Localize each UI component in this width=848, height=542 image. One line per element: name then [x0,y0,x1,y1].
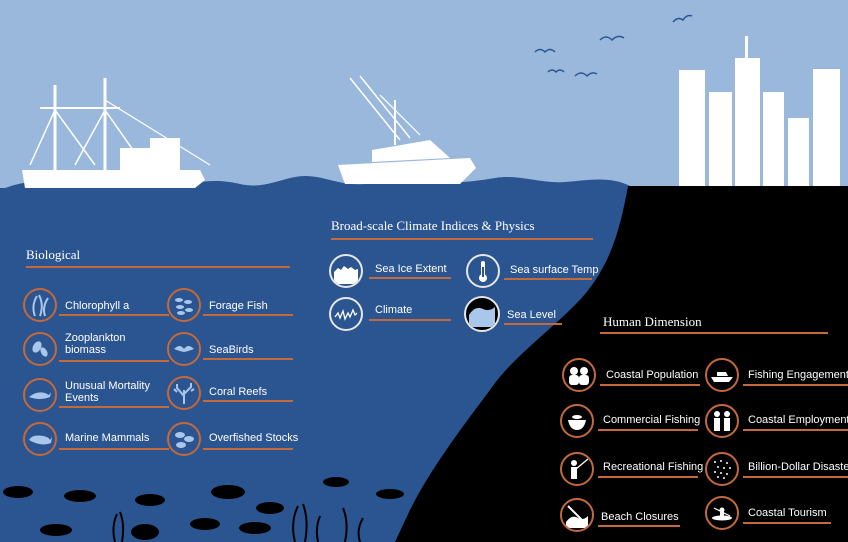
trawler-left [22,78,211,188]
thermometer-icon [466,254,500,288]
human-title-divider [600,332,828,334]
whale-icon [23,422,57,456]
climate-title-divider [331,238,593,240]
sportfisher-boat [338,75,476,184]
fish-group-icon [167,422,201,456]
biological-title-divider [26,266,290,268]
city-skyline [679,36,840,188]
people-icon [562,358,596,392]
sea-ice-icon [329,254,363,288]
fish-school-icon [167,288,201,322]
biological-section-title: Biological [26,247,81,262]
climate-line-icon [329,297,363,331]
zooplankton-icon [23,332,57,366]
fish-bowl-icon [560,404,594,438]
kayak-icon [705,496,739,530]
sky [0,0,848,188]
workers-icon [705,404,739,438]
human-section-title: Human Dimension [603,314,702,329]
rain-icon [705,452,739,486]
seafloor-fish-silhouettes [3,477,404,536]
climate-section-title: Broad-scale Climate Indices & Physics [331,218,535,233]
seaweed [112,503,364,542]
crab-silhouette [131,524,159,540]
dolphin-icon [23,378,57,412]
angler-icon [560,452,594,486]
boat-icon [705,358,739,392]
beach-closed-icon [560,498,594,532]
coral-icon [167,376,201,410]
birds [534,14,693,78]
seabird-icon [167,332,201,366]
kelp-icon [23,288,57,322]
land-mass [395,186,848,542]
wave-icon [464,296,500,332]
